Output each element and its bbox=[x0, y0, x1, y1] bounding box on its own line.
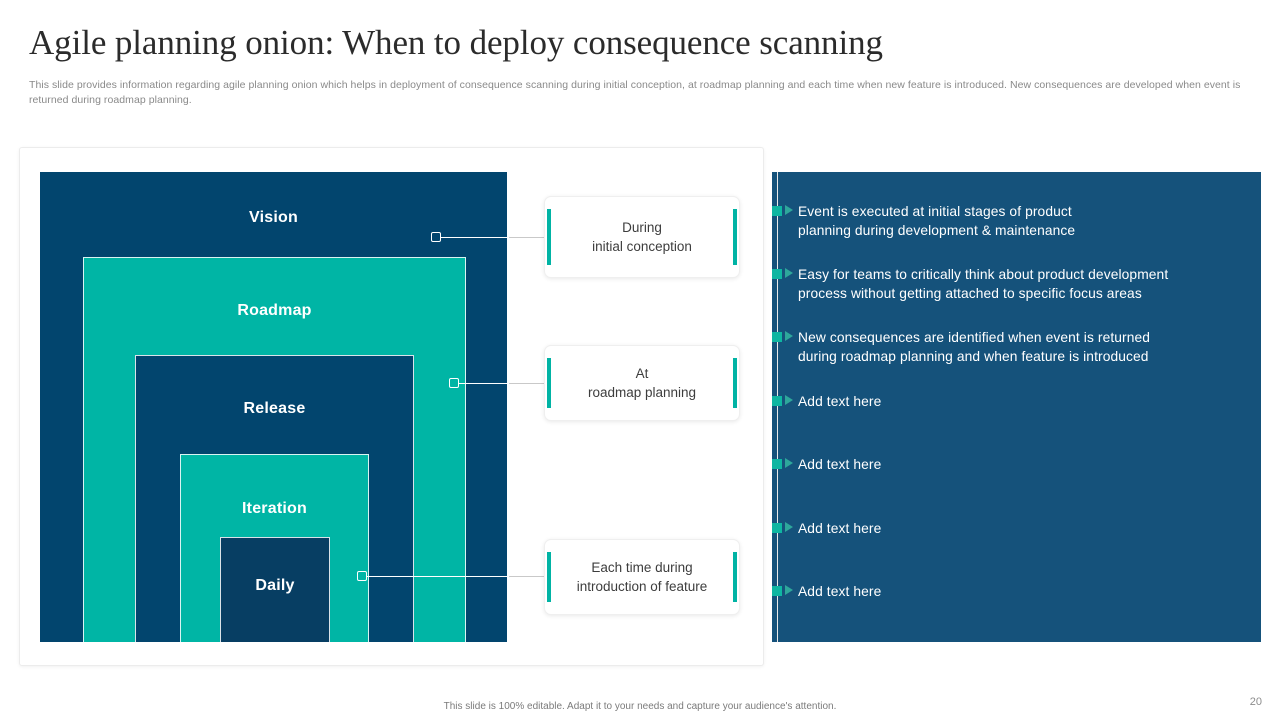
page-subtitle: This slide provides information regardin… bbox=[29, 79, 1241, 106]
bullet-triangle-icon bbox=[785, 268, 793, 278]
list-item[interactable]: Add text here bbox=[772, 455, 1242, 474]
connector-line-daily-gray bbox=[509, 576, 553, 577]
callout-introduction-of-feature-text: Each time during introduction of feature bbox=[559, 558, 726, 596]
bullet-text: Add text here bbox=[798, 394, 882, 409]
onion-layer-daily-label: Daily bbox=[255, 577, 295, 594]
connector-node-vision bbox=[431, 232, 441, 242]
callout-accent-bar-left bbox=[547, 209, 551, 265]
connector-line-daily bbox=[367, 576, 509, 577]
page-number: 20 bbox=[1249, 696, 1262, 708]
callout-3-line2: introduction of feature bbox=[576, 579, 708, 594]
list-item[interactable]: Add text here bbox=[772, 519, 1242, 538]
bullet-rail-line bbox=[777, 172, 778, 642]
callout-roadmap-planning[interactable]: At roadmap planning bbox=[544, 345, 740, 421]
list-item[interactable]: Event is executed at initial stages of p… bbox=[772, 202, 1242, 240]
agile-planning-onion: Vision Roadmap Release Iteration Daily bbox=[40, 172, 507, 642]
onion-layer-release-label: Release bbox=[243, 400, 306, 417]
bullet-3-line2: during roadmap planning and when feature… bbox=[798, 349, 1149, 364]
callout-2-line2: roadmap planning bbox=[587, 385, 697, 400]
callout-accent-bar-right bbox=[733, 209, 737, 265]
connector-node-release bbox=[449, 378, 459, 388]
connector-node-daily bbox=[357, 571, 367, 581]
callout-accent-bar-left bbox=[547, 552, 551, 602]
bullet-square-icon bbox=[772, 586, 782, 596]
bullet-triangle-icon bbox=[785, 522, 793, 532]
onion-layer-roadmap-label: Roadmap bbox=[237, 302, 312, 319]
bullet-triangle-icon bbox=[785, 331, 793, 341]
connector-line-vision-gray bbox=[509, 237, 553, 238]
bullet-text: Add text here bbox=[798, 457, 882, 472]
bullet-text: New consequences are identified when eve… bbox=[798, 328, 1242, 366]
page-title: Agile planning onion: When to deploy con… bbox=[29, 23, 883, 62]
bullet-square-icon bbox=[772, 332, 782, 342]
onion-layer-vision-label: Vision bbox=[249, 209, 298, 226]
list-item[interactable]: Add text here bbox=[772, 392, 1242, 411]
bullet-triangle-icon bbox=[785, 395, 793, 405]
bullet-text: Easy for teams to critically think about… bbox=[798, 265, 1242, 303]
bullet-square-icon bbox=[772, 523, 782, 533]
callout-roadmap-planning-text: At roadmap planning bbox=[570, 364, 714, 402]
bullet-3-line1: New consequences are identified when eve… bbox=[798, 330, 1151, 345]
list-item[interactable]: Add text here bbox=[772, 582, 1242, 601]
callout-1-line2: initial conception bbox=[592, 239, 692, 254]
bullet-text: Add text here bbox=[798, 584, 882, 599]
bullet-square-icon bbox=[772, 269, 782, 279]
insights-panel: Event is executed at initial stages of p… bbox=[772, 172, 1261, 642]
bullet-triangle-icon bbox=[785, 458, 793, 468]
onion-layer-daily[interactable]: Daily bbox=[220, 537, 330, 642]
bullet-2-line1: Easy for teams to critically think about… bbox=[798, 267, 1169, 282]
bullet-square-icon bbox=[772, 206, 782, 216]
footer-note: This slide is 100% editable. Adapt it to… bbox=[443, 701, 837, 712]
list-item[interactable]: New consequences are identified when eve… bbox=[772, 328, 1242, 366]
callout-accent-bar-left bbox=[547, 358, 551, 408]
callout-accent-bar-right bbox=[733, 358, 737, 408]
bullet-triangle-icon bbox=[785, 585, 793, 595]
connector-line-release-gray bbox=[509, 383, 553, 384]
connector-line-vision bbox=[441, 237, 509, 238]
bullet-2-line2: process without getting attached to spec… bbox=[798, 286, 1142, 301]
bullet-square-icon bbox=[772, 459, 782, 469]
callout-accent-bar-right bbox=[733, 552, 737, 602]
callout-3-line1: Each time during bbox=[591, 560, 693, 575]
callout-1-line1: During bbox=[622, 220, 662, 235]
callout-initial-conception-text: During initial conception bbox=[574, 218, 710, 256]
bullet-1-line2: planning during development & maintenanc… bbox=[798, 223, 1076, 238]
list-item[interactable]: Easy for teams to critically think about… bbox=[772, 265, 1242, 303]
callout-2-line1: At bbox=[635, 366, 649, 381]
connector-line-release bbox=[459, 383, 509, 384]
bullet-triangle-icon bbox=[785, 205, 793, 215]
bullet-text: Add text here bbox=[798, 521, 882, 536]
bullet-square-icon bbox=[772, 396, 782, 406]
callout-initial-conception[interactable]: During initial conception bbox=[544, 196, 740, 278]
bullet-text: Event is executed at initial stages of p… bbox=[798, 202, 1242, 240]
onion-layer-iteration-label: Iteration bbox=[242, 500, 307, 517]
bullet-1-line1: Event is executed at initial stages of p… bbox=[798, 204, 1072, 219]
callout-introduction-of-feature[interactable]: Each time during introduction of feature bbox=[544, 539, 740, 615]
